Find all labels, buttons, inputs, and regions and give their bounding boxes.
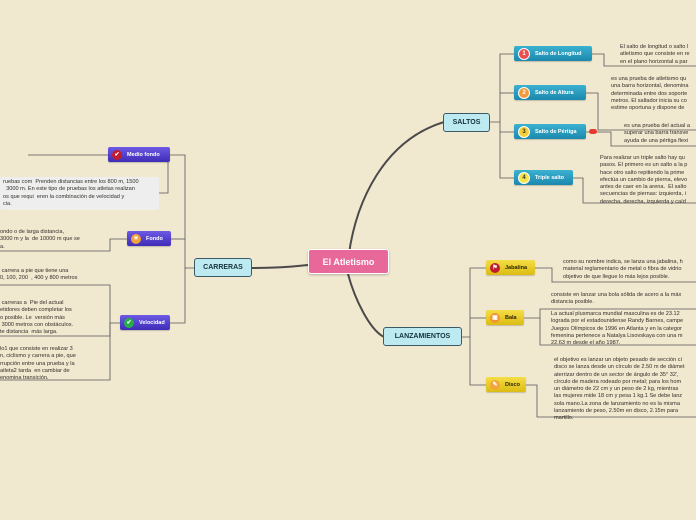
subtopic-label: Salto de Pértiga (535, 128, 577, 135)
number-2-icon: 2 (518, 86, 530, 99)
subtopic-bala[interactable]: ▣ Bala (486, 310, 524, 325)
link-central-carreras (251, 264, 309, 269)
central-topic[interactable]: El Atletismo (308, 249, 389, 274)
subtopic-salto-longitud[interactable]: 1 Salto de Longitud (514, 46, 592, 61)
red-marker-icon (589, 129, 597, 134)
note-bala-a: consiste en lanzar una bola sólida de ac… (551, 292, 682, 306)
box-icon: ▣ (490, 312, 500, 323)
branch-saltos[interactable]: SALTOS (443, 113, 490, 132)
subtopic-triple-salto[interactable]: 4 Triple salto (514, 170, 573, 185)
note-fondo: ondo o de larga distancia, 3000 m y la d… (0, 229, 80, 250)
subtopic-label: Disco (505, 381, 520, 388)
note-velocidad-c: lo1 que consiste en realizar 3 n, ciclis… (0, 346, 76, 382)
flag-icon: ⚑ (490, 262, 500, 273)
central-topic-label: El Atletismo (322, 256, 375, 267)
note-bala-b: La actual plusmarca mundial masculina es… (551, 311, 684, 347)
sun-icon: ☀ (131, 233, 141, 244)
subtopic-velocidad[interactable]: ✔ Velocidad (120, 315, 170, 330)
subtopic-label: Salto de Longitud (535, 50, 582, 57)
subtopic-salto-pertiga[interactable]: 3 Salto de Pértiga (514, 124, 586, 139)
subtopic-label: Velocidad (139, 319, 165, 326)
subtopic-label: Salto de Altura (535, 89, 574, 96)
subtopic-fondo[interactable]: ☀ Fondo (127, 231, 171, 246)
note-velocidad-a: carrera a pie que tiene una 0, 100, 200 … (0, 268, 78, 282)
note-disco: el objetivo es lanzar un objeto pesado d… (554, 357, 685, 422)
note-velocidad-b: carreras a Pie del actual etidores deben… (0, 300, 74, 336)
number-1-icon: 1 (518, 47, 530, 60)
check-icon: ✔ (112, 149, 122, 160)
link-central-lanzamientos (347, 273, 385, 338)
subtopic-label: Bala (505, 314, 517, 321)
branch-lanzamientos[interactable]: LANZAMIENTOS (383, 327, 462, 346)
subtopic-label: Jabalina (505, 264, 528, 271)
number-4-icon: 4 (518, 171, 530, 184)
note-medio-fondo: ruebas com Prenden distancias entre los … (0, 177, 159, 211)
check-icon: ✔ (124, 317, 134, 328)
note-jabalina: como su nombre indica, se lanza una jaba… (563, 259, 683, 280)
subtopic-label: Fondo (146, 235, 163, 242)
branch-carreras[interactable]: CARRERAS (194, 258, 252, 277)
note-salto-altura: es una prueba de atletismo qu una barra … (611, 76, 689, 112)
subtopic-salto-altura[interactable]: 2 Salto de Altura (514, 85, 586, 100)
subtopic-disco[interactable]: ✎ Disco (486, 377, 526, 392)
branch-carreras-label: CARRERAS (203, 264, 243, 271)
note-salto-longitud: El salto de longitud o salto l atletismo… (620, 44, 690, 65)
note-icon: ✎ (490, 379, 500, 390)
subtopic-medio-fondo[interactable]: ✔ Medio fondo (108, 147, 170, 162)
subtopic-label: Triple salto (535, 174, 565, 181)
subtopic-jabalina[interactable]: ⚑ Jabalina (486, 260, 535, 275)
link-central-saltos (347, 121, 445, 262)
note-triple-salto: Para realizar un triple salto hay qu pas… (600, 155, 688, 205)
note-salto-pertiga: es una prueba del actual a superar una b… (624, 123, 690, 144)
number-3-icon: 3 (518, 125, 530, 138)
subtopic-label: Medio fondo (127, 151, 160, 158)
branch-saltos-label: SALTOS (452, 119, 481, 126)
branch-lanzamientos-label: LANZAMIENTOS (394, 333, 451, 340)
